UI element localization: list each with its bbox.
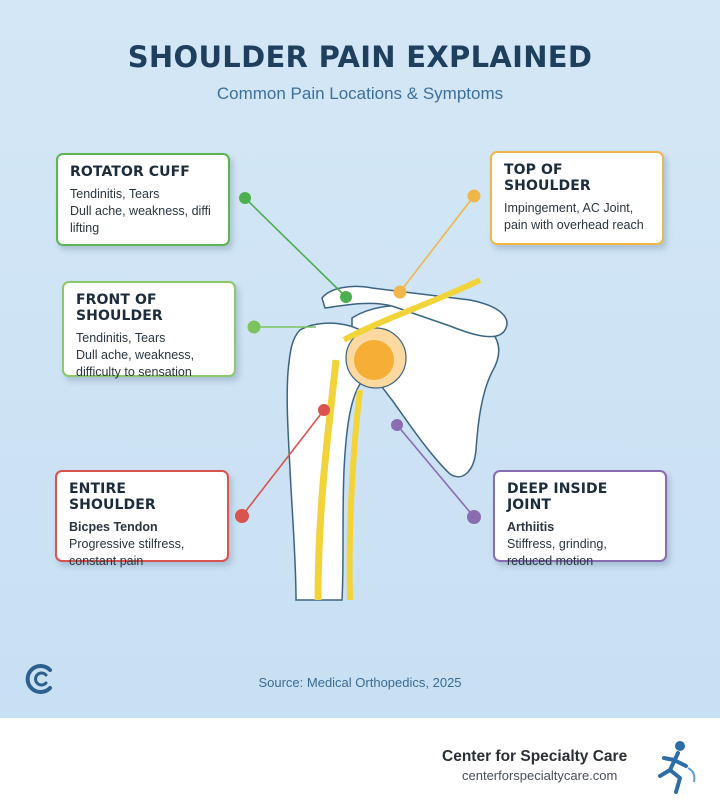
- card-symptoms: Dull ache, weakness, diffi lifting: [70, 204, 211, 235]
- card-title: TOP OF SHOULDER: [504, 162, 591, 194]
- card-symptoms: Progressive stilfress, constant pain: [69, 537, 185, 568]
- top-shoulder-dot: [467, 189, 481, 203]
- deep-joint-leader: [396, 424, 475, 518]
- card-symptoms: Dull ache, weakness, difficulty to sensa…: [76, 348, 195, 379]
- joint-highlight: [354, 340, 394, 380]
- c-logo-icon: [25, 664, 52, 694]
- top-shoulder-leader: [399, 195, 475, 293]
- org-url[interactable]: centerforspecialtycare.com: [462, 768, 618, 783]
- card-rotator-cuff: ROTATOR CUFF Tendinitis, Tears Dull ache…: [56, 153, 230, 246]
- org-name: Center for Specialty Care: [442, 748, 628, 765]
- card-title: FRONT OF SHOULDER: [76, 292, 163, 324]
- entire-shoulder-point: [318, 404, 330, 416]
- source-note: Source: Medical Orthopedics, 2025: [258, 675, 462, 690]
- shoulder-illustration: [235, 189, 508, 601]
- card-condition: Tendinitis, Tears: [76, 331, 166, 345]
- card-condition: Arthiitis: [507, 520, 555, 534]
- page-title: SHOULDER PAIN EXPLAINED: [127, 40, 593, 74]
- front-shoulder-dot: [247, 320, 261, 334]
- runner-logo-icon: [658, 741, 696, 794]
- card-condition: Impingement, AC Joint, pain with overhea…: [504, 201, 644, 232]
- card-front-of-shoulder: FRONT OF SHOULDER Tendinitis, Tears Dull…: [62, 281, 236, 379]
- card-condition: Tendinitis, Tears: [70, 187, 160, 201]
- entire-shoulder-leader: [241, 409, 325, 517]
- rotator-cuff-point: [340, 291, 352, 303]
- supraspinatus-tendon: [342, 277, 482, 343]
- card-entire-shoulder: ENTIRE SHOULDER Bicpes Tendon Progressiv…: [55, 470, 229, 568]
- rotator-cuff-leader: [244, 197, 347, 298]
- card-condition: Bicpes Tendon: [69, 520, 158, 534]
- biceps-tendon-2: [346, 389, 363, 601]
- page-subtitle: Common Pain Locations & Symptoms: [216, 84, 504, 103]
- rotator-cuff-dot: [239, 192, 251, 204]
- infographic-poster: SHOULDER PAIN EXPLAINED Common Pain Loca…: [0, 0, 720, 718]
- biceps-tendon-1: [314, 359, 340, 601]
- deep-joint-dot: [467, 510, 481, 524]
- card-deep-inside-joint: DEEP INSIDE JOINT Arthiitis Stiffress, g…: [493, 470, 667, 568]
- card-title: DEEP INSIDE JOINT: [507, 481, 608, 513]
- top-shoulder-point: [393, 285, 407, 299]
- card-top-of-shoulder: TOP OF SHOULDER Impingement, AC Joint, p…: [490, 151, 664, 245]
- footer: Center for Specialty Care centerforspeci…: [0, 718, 720, 811]
- card-title: ROTATOR CUFF: [70, 164, 190, 180]
- deep-joint-point: [391, 419, 403, 431]
- card-symptoms: Stiffress, grinding, reduced motion: [507, 537, 607, 568]
- card-title: ENTIRE SHOULDER: [69, 481, 156, 513]
- entire-shoulder-dot: [235, 509, 249, 523]
